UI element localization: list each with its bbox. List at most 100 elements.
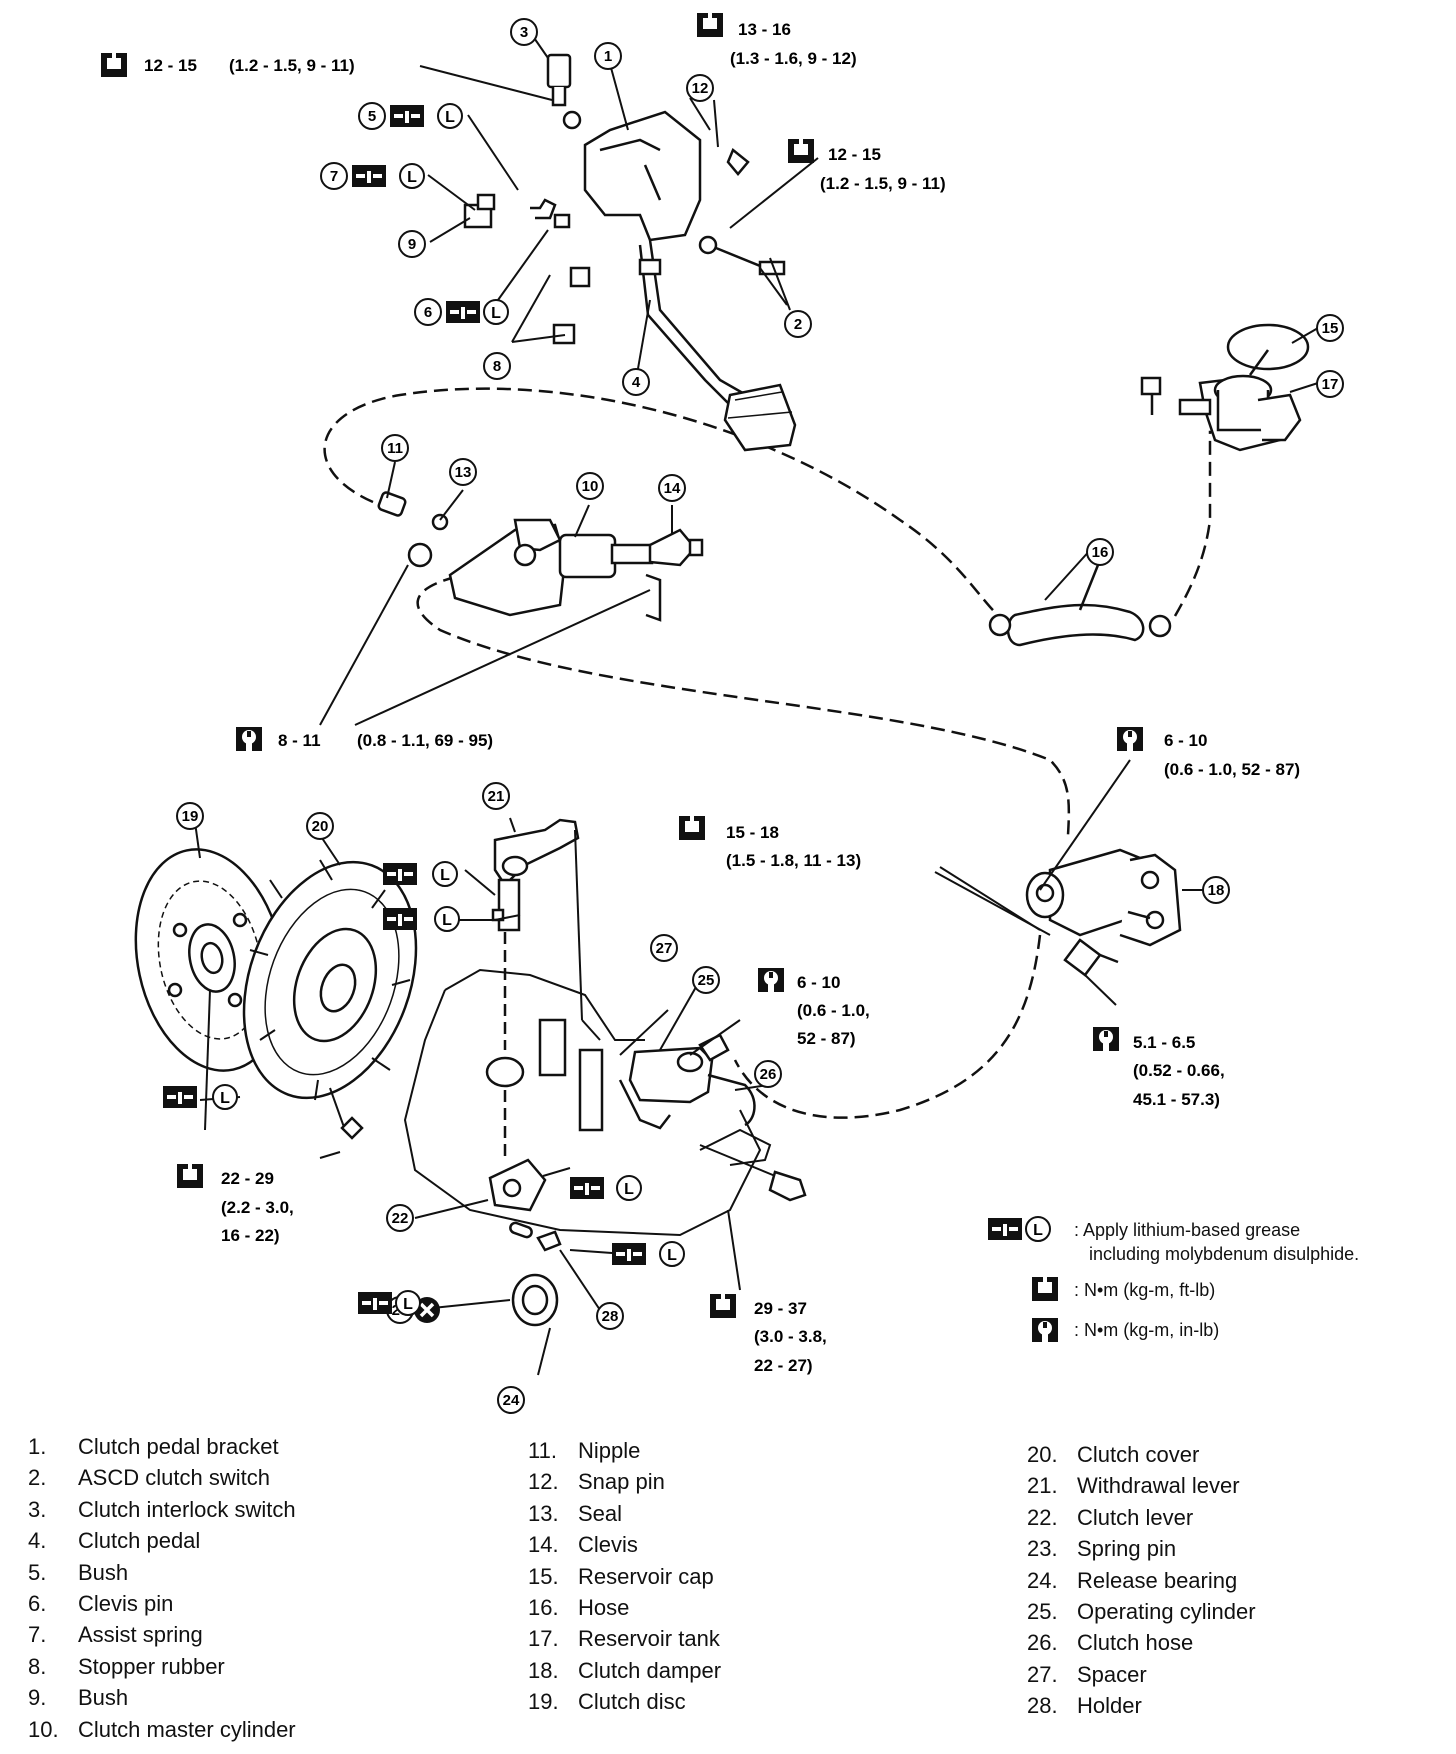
legend-item: 11.Nipple [528,1435,721,1466]
legend-item: 13.Seal [528,1498,721,1529]
legend-num: 23. [1027,1536,1058,1562]
legend-num: 28. [1027,1693,1058,1719]
torque-spec-5-range: 6 - 10 [1164,731,1207,750]
callout-24-label: 24 [503,1392,520,1409]
key-grease-icon: L [988,1216,1051,1242]
torque-spec-9-range: 22 - 29 [221,1169,274,1188]
legend-num: 2. [28,1465,47,1491]
legend-name: Spring pin [1077,1536,1177,1562]
callout-14-label: 14 [664,480,681,497]
legend-name: Reservoir tank [578,1626,720,1652]
clutch-damper [1025,759,1203,1006]
callout-4: 4 [622,368,650,396]
clutch-disc [134,807,286,1131]
legend-num: 18. [528,1657,559,1683]
legend-name: Clutch interlock switch [78,1496,296,1522]
grease-7-letter: L [407,169,417,186]
legend-num: 1. [28,1434,47,1459]
callout-11: 11 [381,434,409,462]
legend-item: 17.Reservoir tank [528,1623,721,1654]
callout-18: 18 [1202,876,1230,904]
callout-16: 16 [1086,538,1114,566]
key-symbols: L [988,1216,1058,1342]
legend-num: 4. [28,1528,47,1554]
legend-name: Withdrawal lever [1077,1473,1240,1499]
callout-5-label: 5 [368,108,376,125]
torque-spec-3-range: 12 - 15 [828,145,881,164]
legend-name: Reservoir cap [578,1563,714,1589]
parts-legend-col-1: 1.Clutch pedal bracket 2.ASCD clutch swi… [28,1431,296,1745]
torque-spec-4: 8 - 11 (0.8 - 1.1, 69 - 95) [236,727,493,751]
torque-spec-3-detail: (1.2 - 1.5, 9 - 11) [820,174,946,193]
legend-name: Clutch master cylinder [78,1716,296,1742]
torque-spec-1: 12 - 15 (1.2 - 1.5, 9 - 11) [101,53,355,77]
key-torque-a-icon [1032,1277,1058,1301]
legend-item: 20.Clutch cover [1027,1439,1256,1470]
key-torque-b: : N•m (kg-m, in-lb) [1074,1320,1220,1340]
legend-num: 21. [1027,1473,1058,1499]
grease-5-letter: L [445,109,455,126]
legend-name: Operating cylinder [1077,1599,1256,1625]
operating-cylinder [538,1018,807,1202]
grease-6-icon: L [446,299,509,325]
legend-name: Clevis pin [78,1591,174,1617]
grease-5-icon: L [390,103,463,129]
callout-22-label: 22 [392,1210,409,1227]
callout-4-label: 4 [632,374,641,391]
callout-26-label: 26 [760,1066,777,1083]
legend-item: 10.Clutch master cylinder [28,1714,296,1745]
grease-22-icon: L [570,1175,642,1201]
grease-6-letter: L [491,305,501,322]
parts-legend-col-3: 20.Clutch cover 21.Withdrawal lever 22.C… [1027,1439,1256,1722]
grease-22-letter: L [624,1181,634,1198]
parts-legend-col-2: 11.Nipple 12.Snap pin 13.Seal 14.Clevis … [528,1435,721,1718]
reservoir-feed-line [1173,430,1242,617]
legend-name: Spacer [1077,1661,1147,1687]
torque-spec-6-detail: (1.5 - 1.8, 11 - 13) [726,851,861,870]
hydraulic-lines [323,387,1242,1119]
torque-spec-8-detail2: 45.1 - 57.3) [1133,1090,1220,1109]
key-torque-b-icon [1032,1318,1058,1342]
pedal-leaders [419,31,819,381]
torque-spec-7-detail: (0.6 - 1.0, [797,1001,870,1020]
grease-21a-letter: L [440,867,450,884]
transaxle-housing [403,968,772,1237]
legend-item: 28. Holder [1027,1690,1256,1721]
key-grease-line1: : Apply lithium-based grease [1074,1220,1301,1240]
callout-27-label: 27 [656,940,673,957]
legend-num: 20. [1027,1442,1058,1467]
legend-num: 27. [1027,1661,1058,1687]
callout-28-label: 28 [602,1308,619,1325]
callout-17: 17 [1316,370,1344,398]
callout-19-label: 19 [182,808,199,825]
callout-6-label: 6 [424,304,432,321]
callout-3: 3 [510,18,538,46]
legend-name: Clutch pedal [78,1528,201,1554]
legend-name: Bush [78,1559,129,1585]
grease-symbols: L L L L L L L L L [163,103,685,1316]
torque-spec-7-detail2: 52 - 87) [797,1029,856,1048]
callout-10: 10 [576,472,604,500]
reservoir-leaders [1289,327,1319,393]
supply-hose-line [323,387,1001,618]
torque-spec-8: 5.1 - 6.5 (0.52 - 0.66, 45.1 - 57.3) [1093,1027,1225,1109]
grease-24-letter: L [403,1296,413,1313]
legend-num: 6. [28,1591,47,1617]
torque-spec-10-detail: (3.0 - 3.8, [754,1327,827,1346]
callout-25: 25 [692,966,720,994]
callout-20-label: 20 [312,818,329,835]
callout-28: 28 [596,1302,624,1330]
legend-item: 2.ASCD clutch switch [28,1462,296,1493]
lower-leaders [199,817,1051,1376]
legend-name: Hose [578,1595,630,1621]
callout-24: 24 [497,1386,525,1414]
legend-num: 9. [28,1685,47,1711]
callout-9: 9 [398,230,426,258]
torque-spec-10-range: 29 - 37 [754,1299,807,1318]
legend-item: 14.Clevis [528,1529,721,1560]
pedal-assembly [463,53,797,452]
master-cylinder-leaders [319,461,1093,726]
callout-21-label: 21 [488,788,505,805]
legend-name: Holder [1077,1693,1142,1719]
legend-num: 16. [528,1595,559,1621]
